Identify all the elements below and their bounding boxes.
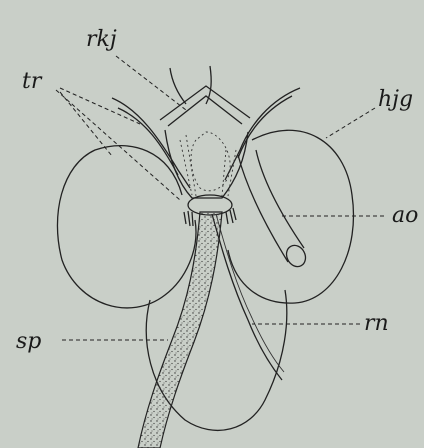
label-sp: sp bbox=[16, 329, 41, 354]
central-notch bbox=[160, 86, 250, 126]
label-rn: rn bbox=[364, 311, 389, 336]
top-vessel-left bbox=[170, 68, 186, 104]
central-y-tube-inner bbox=[118, 96, 292, 175]
label-ao: ao bbox=[392, 203, 418, 228]
label-tr: tr bbox=[22, 69, 43, 94]
label-hjg: hjg bbox=[378, 87, 413, 112]
inner-dotted-lines bbox=[180, 135, 236, 196]
leader-rkj bbox=[116, 56, 186, 110]
right-lobe-outline bbox=[228, 130, 353, 303]
inner-dotted-oval bbox=[191, 132, 230, 191]
label-rkj: rkj bbox=[86, 27, 117, 52]
leader-hjg bbox=[326, 108, 375, 138]
aorta-opening bbox=[283, 242, 309, 270]
leader-tr-3 bbox=[60, 92, 112, 156]
long-stippled-tube bbox=[138, 212, 222, 448]
left-bristles bbox=[184, 211, 193, 226]
leader-tr-2 bbox=[60, 88, 140, 124]
central-body-outline bbox=[165, 130, 248, 198]
